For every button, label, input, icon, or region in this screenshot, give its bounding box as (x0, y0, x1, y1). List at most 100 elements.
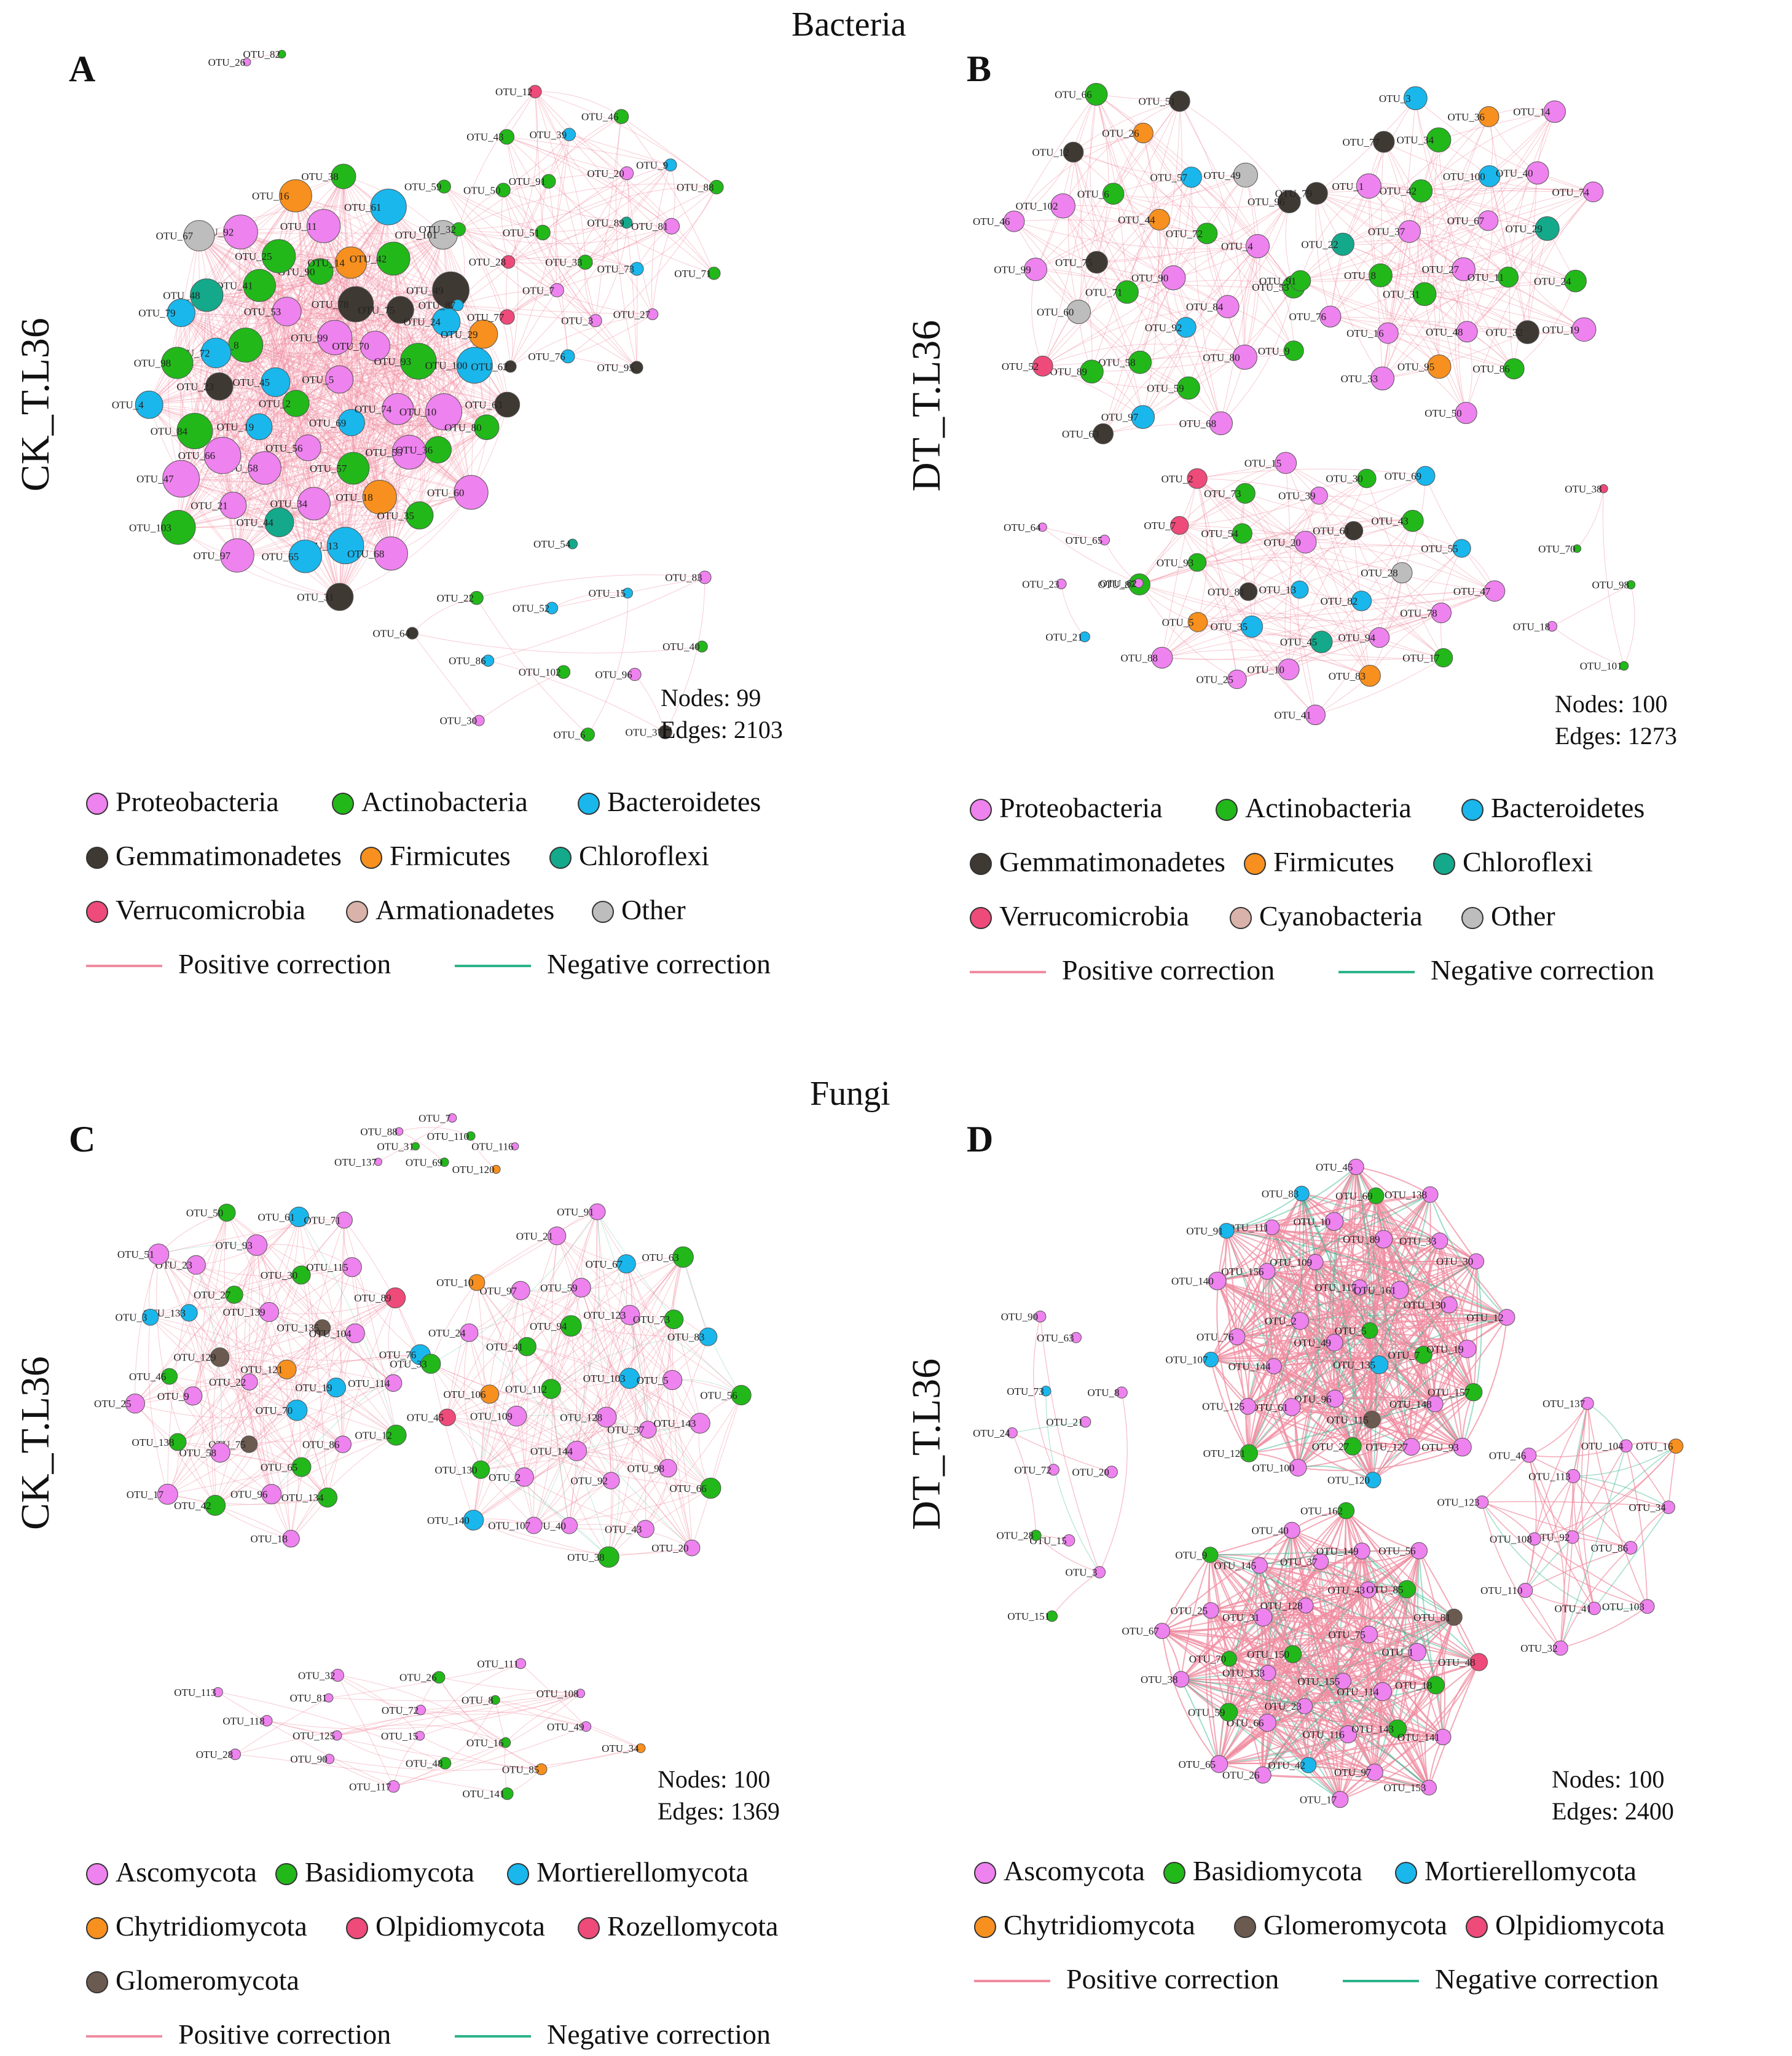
otu-node: OTU_138 (1385, 1186, 1439, 1203)
positive-edge (337, 1709, 421, 1736)
otu-node-label: OTU_83 (667, 1332, 704, 1343)
positive-edge (222, 226, 324, 456)
otu-node: OTU_29 (441, 320, 498, 349)
positive-edge (1248, 478, 1367, 592)
otu-node: OTU_15 (381, 1730, 425, 1742)
otu-node-label: OTU_54 (533, 538, 571, 550)
otu-node-circle (261, 1715, 273, 1727)
otu-node-circle (1431, 602, 1452, 624)
legend-swatch (578, 793, 600, 815)
positive-edge (249, 1217, 299, 1383)
otu-node-label: OTU_19 (1426, 1343, 1463, 1355)
positive-edge (264, 262, 352, 468)
positive-edge (1397, 1617, 1455, 1729)
positive-edge (533, 1389, 553, 1526)
otu-node-circle (595, 1407, 617, 1428)
positive-edge (1179, 525, 1300, 591)
positive-edge (1241, 533, 1256, 627)
positive-edge (181, 295, 207, 479)
otu-node-circle (494, 391, 521, 418)
otu-node: OTU_2 (1161, 468, 1208, 489)
positive-edge (457, 305, 653, 315)
positive-edge (1424, 176, 1490, 294)
positive-edge (256, 1245, 394, 1384)
otu-node: OTU_104 (309, 1323, 365, 1343)
positive-edge (535, 91, 717, 187)
positive-edge (1113, 175, 1246, 198)
positive-edge (399, 310, 423, 516)
positive-edge (350, 262, 484, 335)
otu-node-label: OTU_161 (1354, 1285, 1396, 1297)
panel-b-edges: Edges: 1273 (1555, 722, 1677, 750)
otu-node: OTU_95 (1397, 355, 1452, 379)
otu-node: OTU_109 (1270, 1254, 1324, 1271)
otu-node-label: OTU_9 (636, 160, 668, 171)
panel-d-edges: Edges: 2400 (1552, 1797, 1674, 1825)
otu-node-circle (1391, 562, 1413, 584)
otu-node-circle (1343, 1437, 1362, 1456)
positive-edge (1461, 1317, 1507, 1448)
positive-edge (533, 1325, 572, 1526)
positive-edge (1257, 246, 1294, 351)
otu-node-circle (324, 1693, 334, 1703)
otu-node-circle (433, 1671, 446, 1684)
otu-node-circle (560, 1517, 578, 1534)
positive-edge (1161, 541, 1306, 658)
otu-node-circle (210, 1347, 230, 1367)
otu-node-label: OTU_67 (586, 1258, 623, 1270)
otu-node: OTU_2 (489, 1467, 534, 1487)
positive-edge (1528, 1403, 1588, 1456)
otu-node-label: OTU_129 (174, 1352, 216, 1363)
otu-node-circle (1353, 1542, 1370, 1560)
otu-node: OTU_111 (1227, 1219, 1280, 1236)
otu-node: OTU_61 (1313, 521, 1364, 541)
legend-label: Chytridiomycota (116, 1910, 307, 1942)
positive-edge (1300, 186, 1369, 281)
otu-node: OTU_121 (1203, 1444, 1258, 1462)
otu-node: OTU_46 (129, 1368, 178, 1385)
positive-edge (1388, 280, 1576, 334)
positive-edge (169, 1376, 272, 1495)
otu-node: OTU_130 (435, 1460, 490, 1479)
otu-node-label: OTU_115 (1327, 1414, 1369, 1426)
otu-node-label: OTU_89 (587, 217, 624, 229)
positive-edge (1571, 1445, 1627, 1537)
positive-edge (1388, 228, 1548, 334)
otu-node-label: OTU_45 (233, 377, 270, 388)
positive-edge (1442, 1662, 1480, 1738)
otu-node-label: OTU_80 (444, 422, 481, 433)
otu-node-label: OTU_30 (1436, 1256, 1473, 1268)
otu-node-circle (616, 1254, 636, 1274)
positive-edge (1383, 1239, 1463, 1448)
otu-node-circle (1619, 1439, 1633, 1453)
otu-node-label: OTU_39 (530, 129, 567, 141)
positive-edge (240, 232, 315, 504)
otu-node: OTU_37 (1280, 1553, 1329, 1570)
otu-node-circle (630, 361, 643, 374)
otu-node-circle (337, 286, 374, 323)
otu-node: OTU_3 (1066, 1566, 1106, 1579)
positive-edge (307, 364, 475, 449)
otu-node-circle (282, 390, 310, 417)
otu-node: OTU_100 (1443, 165, 1501, 187)
negative-edge (480, 1346, 527, 1470)
positive-edge (430, 1363, 607, 1418)
positive-edge (1425, 476, 1495, 592)
positive-edge (343, 176, 349, 546)
otu-node-label: OTU_10 (1294, 1216, 1330, 1228)
positive-edge (1096, 94, 1109, 262)
otu-node-circle (700, 1477, 721, 1499)
positive-edge (177, 1442, 272, 1495)
negative-edge (1332, 1166, 1357, 1447)
positive-edge (1217, 1280, 1450, 1308)
positive-edge (240, 232, 352, 423)
positive-edge (259, 408, 398, 428)
positive-edge (1248, 1166, 1357, 1454)
positive-edge (245, 345, 508, 406)
otu-node-circle (420, 1354, 441, 1374)
otu-node-label: OTU_38 (1565, 483, 1601, 495)
positive-edge (1073, 152, 1192, 178)
positive-edge (269, 1311, 396, 1435)
otu-node: OTU_31 (1222, 1607, 1273, 1627)
positive-edge (177, 363, 398, 410)
